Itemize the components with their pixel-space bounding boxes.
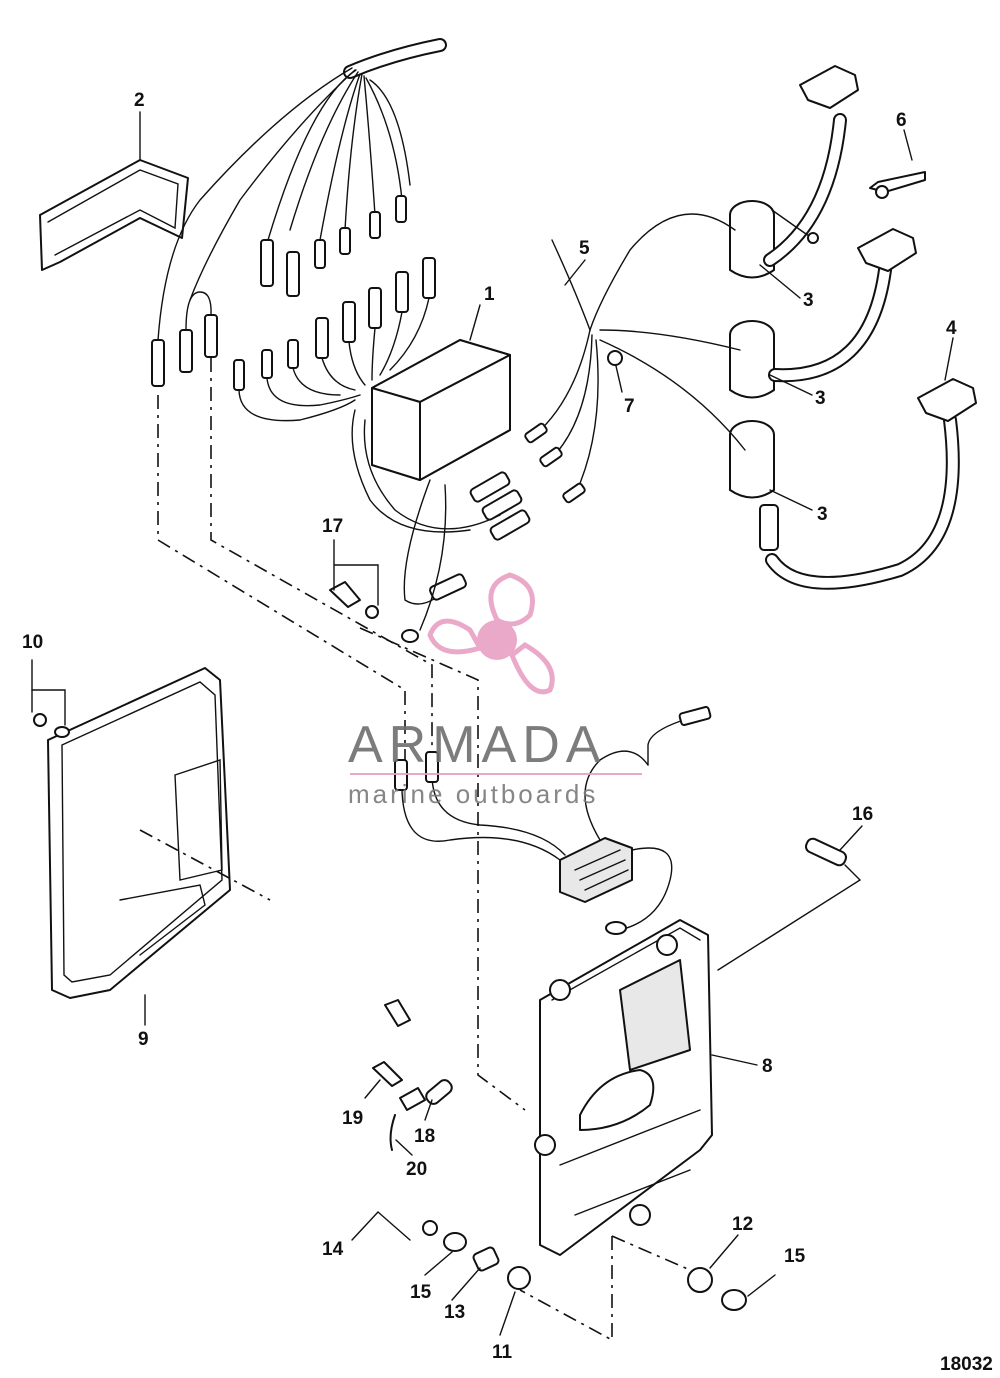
leader-lines xyxy=(31,111,954,1336)
watermark-tagline: marine outboards xyxy=(348,779,598,809)
callout-9: 9 xyxy=(138,1029,149,1050)
electrical-plate xyxy=(534,919,713,1256)
callout-20: 20 xyxy=(406,1159,427,1180)
callout-17: 17 xyxy=(322,516,343,537)
callout-3-middle: 3 xyxy=(815,388,826,409)
callout-16: 16 xyxy=(852,804,873,825)
module-leads xyxy=(233,257,436,422)
callout-19: 19 xyxy=(342,1108,363,1129)
figure-number: 18032 xyxy=(940,1354,993,1375)
callout-2: 2 xyxy=(134,90,145,111)
callout-10: 10 xyxy=(22,632,43,653)
wiring-harness xyxy=(157,38,447,341)
ground-leads xyxy=(524,239,623,504)
callout-5: 5 xyxy=(579,238,590,259)
callout-1: 1 xyxy=(484,284,495,305)
phantom-lines xyxy=(139,358,691,1342)
ignition-coils xyxy=(589,65,977,590)
wire-bracket xyxy=(39,159,189,271)
watermark: ARMADA marine outboards xyxy=(348,572,642,809)
electrical-cover xyxy=(47,667,231,999)
watermark-brand: ARMADA xyxy=(348,716,606,774)
callout-3-upper: 3 xyxy=(803,290,814,311)
callout-15-right: 15 xyxy=(784,1246,806,1267)
callout-6: 6 xyxy=(896,110,907,131)
callout-14: 14 xyxy=(322,1239,344,1260)
ignition-module xyxy=(351,339,531,631)
callout-15-left: 15 xyxy=(410,1282,432,1303)
callout-7: 7 xyxy=(624,396,635,417)
callout-11: 11 xyxy=(492,1342,513,1363)
callout-4: 4 xyxy=(946,318,957,339)
callout-18: 18 xyxy=(414,1126,435,1147)
hardware xyxy=(33,171,926,1311)
callout-3-lower: 3 xyxy=(817,504,828,525)
callout-12: 12 xyxy=(732,1214,753,1235)
callout-13: 13 xyxy=(444,1302,465,1323)
fuse xyxy=(717,837,862,971)
harness-connectors xyxy=(151,195,407,387)
callout-8: 8 xyxy=(762,1056,773,1077)
rectifier xyxy=(394,705,712,935)
propeller-logo-icon xyxy=(427,572,555,695)
callout-labels: 2 1 5 3 3 3 4 6 7 8 9 10 11 12 13 14 15 … xyxy=(22,90,993,1375)
